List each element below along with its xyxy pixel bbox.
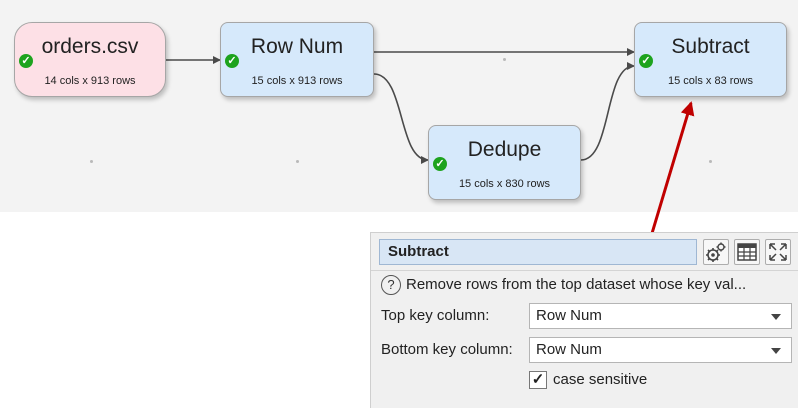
grid-dot <box>709 160 712 163</box>
node-title: orders.csv <box>41 35 139 58</box>
node-subtitle: 15 cols x 913 rows <box>251 75 343 87</box>
help-icon[interactable]: ? <box>381 275 401 295</box>
bottom-key-label: Bottom key column: <box>381 341 513 358</box>
case-sensitive-row: ✓ case sensitive <box>529 371 648 390</box>
expand-button[interactable] <box>765 239 791 265</box>
bottom-key-select[interactable]: Row Num <box>529 337 792 363</box>
expand-icon <box>769 243 787 261</box>
top-key-value: Row Num <box>536 307 602 324</box>
node-subtitle: 15 cols x 830 rows <box>458 178 551 190</box>
node-subtract[interactable]: Subtract ✓ 15 cols x 83 rows <box>634 22 787 97</box>
node-title: Row Num <box>250 35 344 58</box>
case-sensitive-checkbox[interactable]: ✓ <box>529 371 547 390</box>
node-subtitle: 14 cols x 913 rows <box>44 75 136 87</box>
check-icon: ✓ <box>19 54 33 68</box>
chevron-down-icon <box>771 314 781 320</box>
node-subtitle: 15 cols x 83 rows <box>668 75 753 87</box>
table-icon <box>737 243 757 261</box>
top-key-select[interactable]: Row Num <box>529 303 792 329</box>
case-sensitive-label: case sensitive <box>553 371 648 388</box>
description-row: ? Remove rows from the top dataset whose … <box>381 275 746 295</box>
top-key-label: Top key column: <box>381 307 490 324</box>
grid-dot <box>90 160 93 163</box>
chevron-down-icon <box>771 348 781 354</box>
node-orders-csv[interactable]: orders.csv ✓ 14 cols x 913 rows <box>14 22 166 97</box>
grid-dot <box>503 58 506 61</box>
check-icon: ✓ <box>639 54 653 68</box>
node-title: Subtract <box>671 35 750 58</box>
bottom-key-value: Row Num <box>536 341 602 358</box>
properties-panel: Subtract ? Remove rows from the top datas… <box>370 232 798 408</box>
check-icon: ✓ <box>225 54 239 68</box>
settings-gears-button[interactable] <box>703 239 729 265</box>
node-row-num[interactable]: Row Num ✓ 15 cols x 913 rows <box>220 22 374 97</box>
settings-gears-icon <box>706 242 726 262</box>
grid-dot <box>296 160 299 163</box>
description-text: Remove rows from the top dataset whose k… <box>406 275 747 293</box>
panel-divider <box>371 270 798 271</box>
table-view-button[interactable] <box>734 239 760 265</box>
node-dedupe[interactable]: Dedupe ✓ 15 cols x 830 rows <box>428 125 581 200</box>
node-title: Dedupe <box>467 138 542 161</box>
check-icon: ✓ <box>433 157 447 171</box>
panel-title[interactable]: Subtract <box>379 239 697 265</box>
